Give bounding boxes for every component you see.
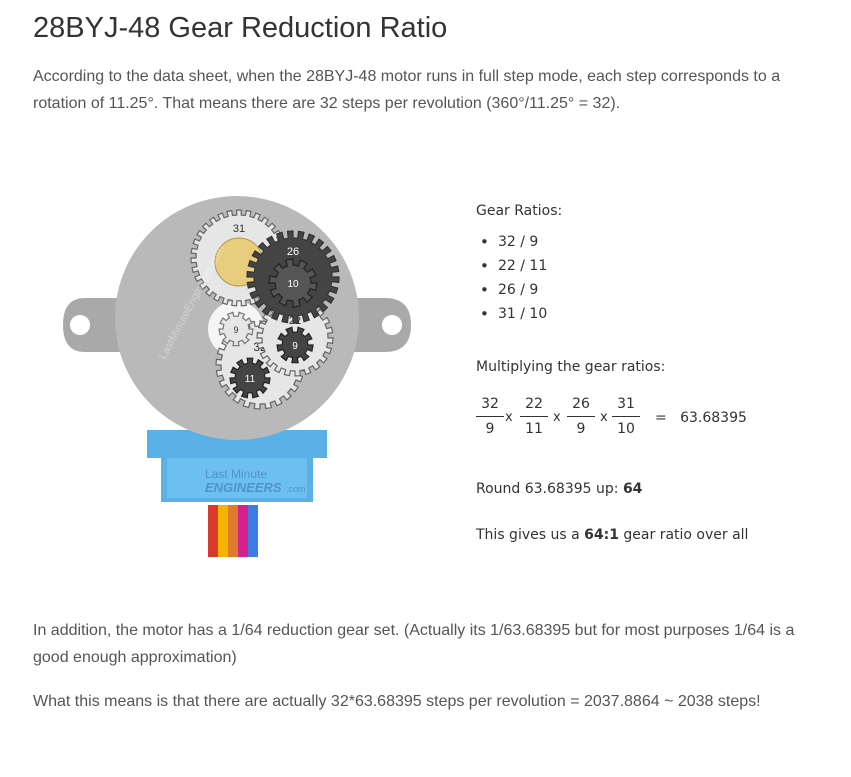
list-item: 26 / 9	[476, 278, 806, 302]
steps-paragraph: What this means is that there are actual…	[33, 693, 761, 710]
motor-diagram: 32112293126109 LastMinuteEngineers.com L…	[63, 196, 411, 557]
svg-text:.com: .com	[286, 484, 306, 494]
equation-result: = 63.68395	[655, 410, 747, 426]
gear-ratio-panel: Gear Ratios: 32 / 9 22 / 11 26 / 9 31 / …	[476, 200, 806, 543]
gear-tooth-label: 26	[287, 246, 299, 258]
gear-tooth-label: 10	[287, 279, 299, 290]
gear-ratio-list: 32 / 9 22 / 11 26 / 9 31 / 10	[476, 230, 806, 326]
list-item: 32 / 9	[476, 230, 806, 254]
list-item: 31 / 10	[476, 302, 806, 326]
motor-blue-base	[147, 430, 327, 502]
gear-tooth-label: 11	[245, 374, 256, 385]
gear-ratios-heading: Gear Ratios:	[476, 203, 563, 219]
stepper-motor-illustration: 32112293126109 LastMinuteEngineers.com L…	[55, 190, 415, 560]
page-title: 28BYJ-48 Gear Reduction Ratio	[33, 12, 448, 44]
gear-10	[268, 258, 318, 308]
gear-9-pinion	[218, 311, 254, 347]
svg-text:Last Minute: Last Minute	[205, 467, 267, 481]
gear-tooth-label: 31	[233, 223, 245, 235]
mount-hole-left	[70, 315, 90, 335]
list-item: 22 / 11	[476, 254, 806, 278]
gear-train: 32112293126109	[190, 209, 340, 410]
gear-11	[229, 357, 271, 399]
gear-tooth-label: 9	[233, 325, 238, 335]
gear-ratio-summary: This gives us a 64:1 gear ratio over all	[476, 527, 749, 543]
motor-wires	[208, 505, 258, 557]
mount-hole-right	[382, 315, 402, 335]
multiply-sign: x	[553, 410, 561, 425]
reduction-paragraph: In addition, the motor has a 1/64 reduct…	[33, 622, 795, 666]
svg-text:ENGINEERS: ENGINEERS	[205, 480, 282, 495]
multiplying-heading: Multiplying the gear ratios:	[476, 359, 666, 375]
multiply-sign: x	[600, 410, 608, 425]
gear-9-small	[276, 326, 314, 364]
gear-tooth-label: 9	[292, 341, 298, 352]
round-up-text: Round 63.68395 up: 64	[476, 481, 643, 497]
last-minute-engineers-logo: Last Minute ENGINEERS .com	[205, 467, 306, 495]
multiply-sign: x	[505, 410, 513, 425]
intro-paragraph: According to the data sheet, when the 28…	[33, 68, 781, 112]
